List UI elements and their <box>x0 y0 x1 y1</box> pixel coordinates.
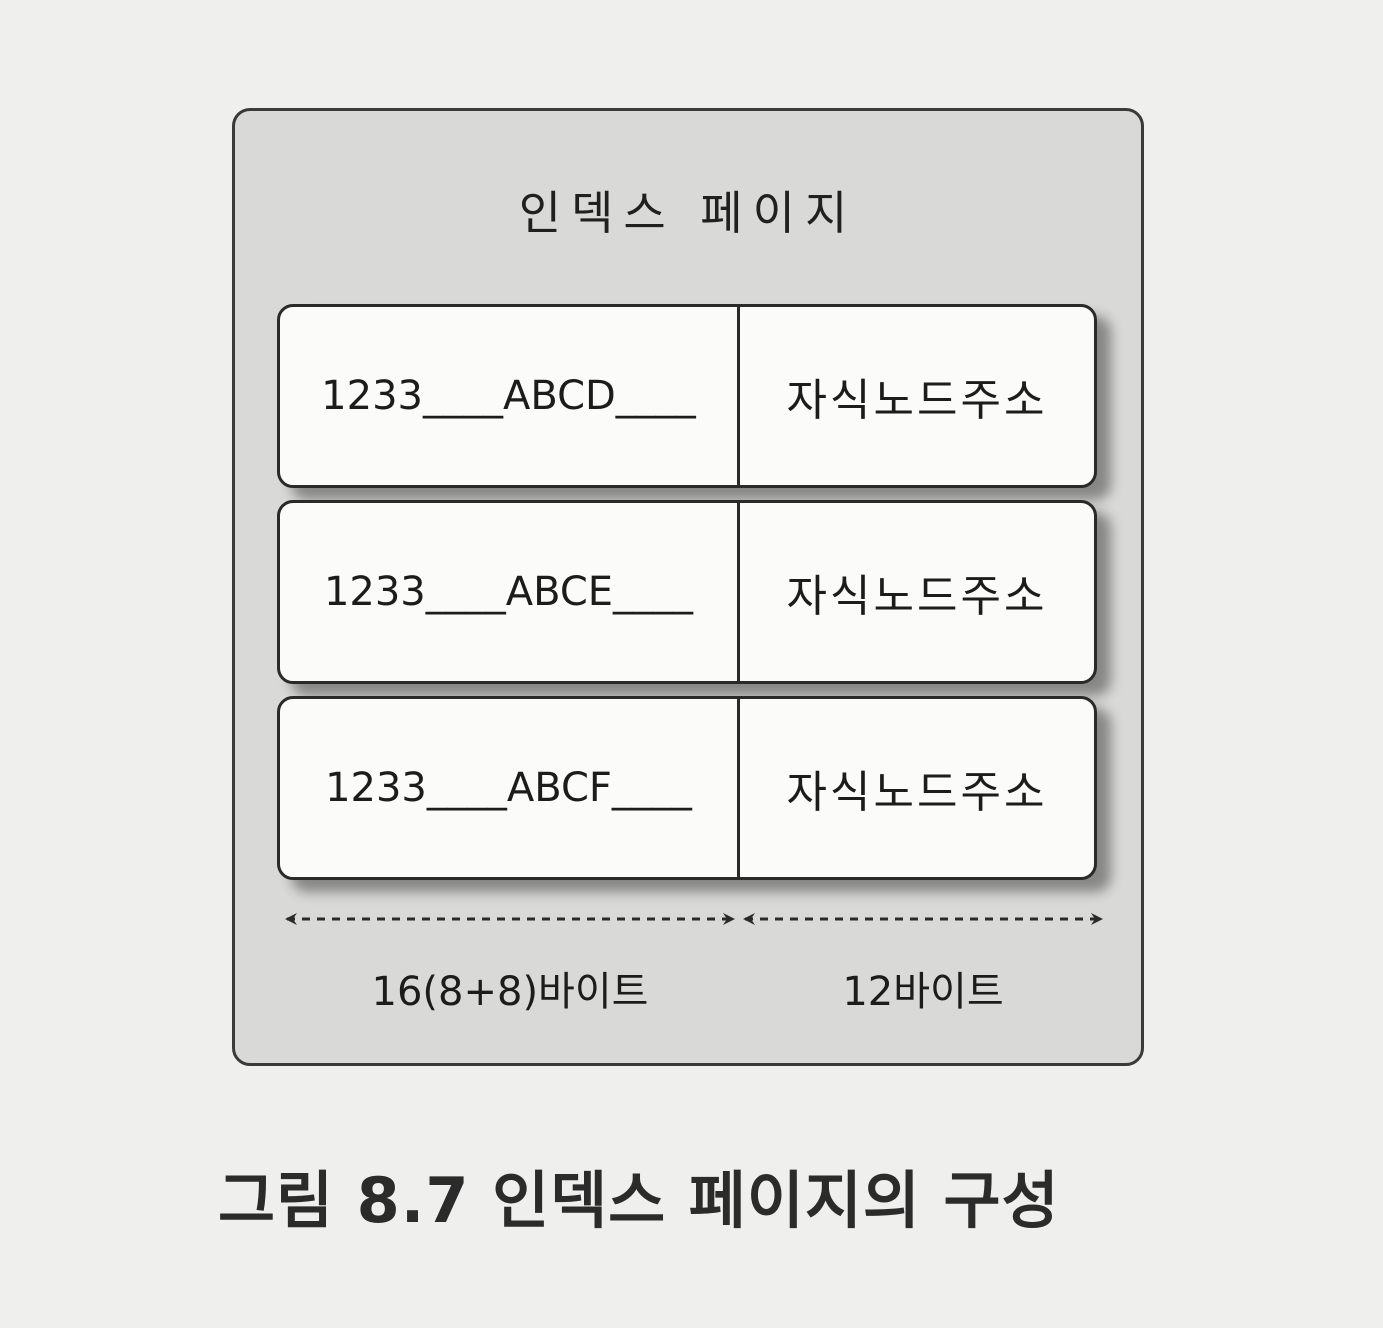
entry-child-pointer: 자식노드주소 <box>786 767 1048 818</box>
entry-key: 1233____ABCE____ <box>280 503 740 681</box>
pointer-size-label: 12바이트 <box>842 969 1004 1015</box>
index-entry: 1233____ABCD____ 자식노드주소 <box>277 304 1097 488</box>
figure-caption: 그림 8.7 인덱스 페이지의 구성 <box>218 1164 1060 1237</box>
entry-child-pointer: 자식노드주소 <box>786 571 1048 622</box>
dimension-arrows <box>285 913 1103 925</box>
page-title: 인덱스 페이지 <box>518 186 858 240</box>
entry-key: 1233____ABCD____ <box>280 307 740 485</box>
key-size-label: 16(8+8)바이트 <box>371 969 649 1015</box>
index-page-frame: 인덱스 페이지 1233____ABCD____ 자식노드주소 1233____… <box>232 108 1144 1066</box>
entry-key: 1233____ABCF____ <box>280 699 740 877</box>
index-entry: 1233____ABCE____ 자식노드주소 <box>277 500 1097 684</box>
entry-child-pointer: 자식노드주소 <box>786 375 1048 426</box>
index-entry: 1233____ABCF____ 자식노드주소 <box>277 696 1097 880</box>
